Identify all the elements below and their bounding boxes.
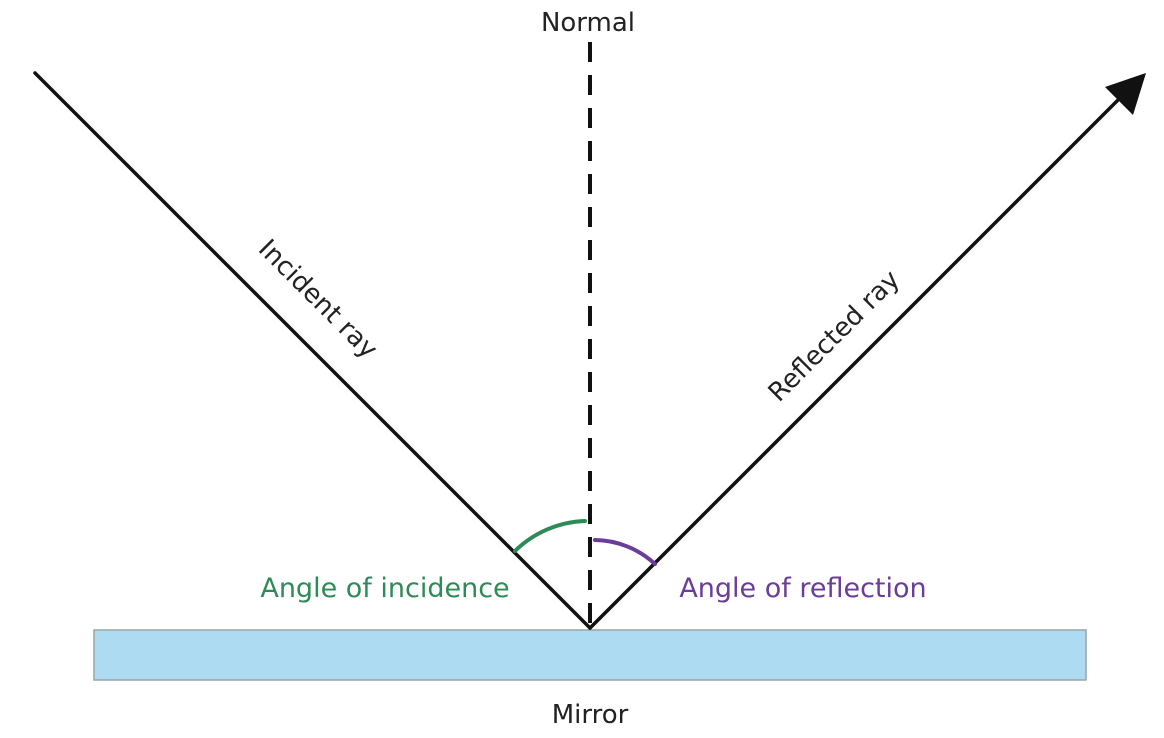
- reflected-ray: [588, 92, 1126, 630]
- reflected-ray-label: Reflected ray: [763, 265, 906, 408]
- angle-of-reflection-arc: [593, 538, 657, 566]
- mirror: [93, 629, 1087, 681]
- mirror-label: Mirror: [552, 700, 629, 730]
- normal-label: Normal: [541, 8, 635, 38]
- reflected-ray-arrowhead: [1105, 73, 1146, 115]
- angle-of-reflection-label: Angle of reflection: [679, 573, 926, 604]
- incident-ray: [33, 71, 592, 630]
- incident-ray-label: Incident ray: [252, 234, 383, 365]
- angle-of-incidence-arc: [513, 519, 587, 553]
- angle-of-incidence-label: Angle of incidence: [260, 573, 509, 604]
